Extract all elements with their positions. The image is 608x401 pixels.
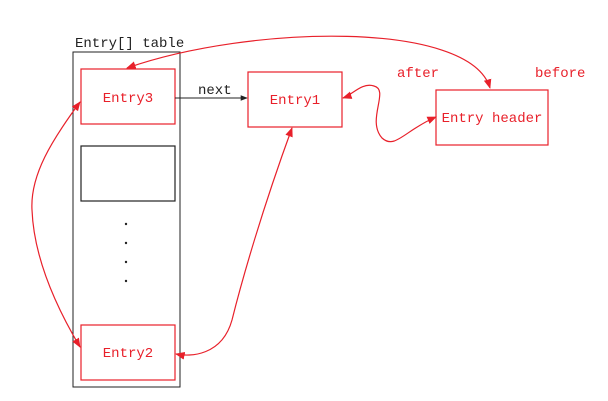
header-entry1-link xyxy=(342,84,437,143)
entry1-node[interactable]: Entry1 xyxy=(247,71,343,128)
table-slot-entry3[interactable]: Entry3 xyxy=(80,68,176,125)
entry3-label: Entry3 xyxy=(103,91,153,107)
entry1-label: Entry1 xyxy=(270,93,320,109)
header-entry3-link xyxy=(126,35,492,89)
table-slot-empty[interactable] xyxy=(80,145,176,202)
table-slot-entry2[interactable]: Entry2 xyxy=(80,324,176,381)
table-ellipsis xyxy=(124,222,128,283)
next-label: next xyxy=(198,83,232,99)
before-label: before xyxy=(535,66,585,82)
table-title: Entry[] table xyxy=(75,36,184,52)
entry3-entry2-link xyxy=(31,101,81,348)
after-label: after xyxy=(397,66,439,82)
entry2-label: Entry2 xyxy=(103,346,153,362)
entry1-entry2-link xyxy=(175,127,293,360)
entry-header-label: Entry header xyxy=(442,111,543,127)
entry-header-node[interactable]: Entry header xyxy=(435,89,549,146)
